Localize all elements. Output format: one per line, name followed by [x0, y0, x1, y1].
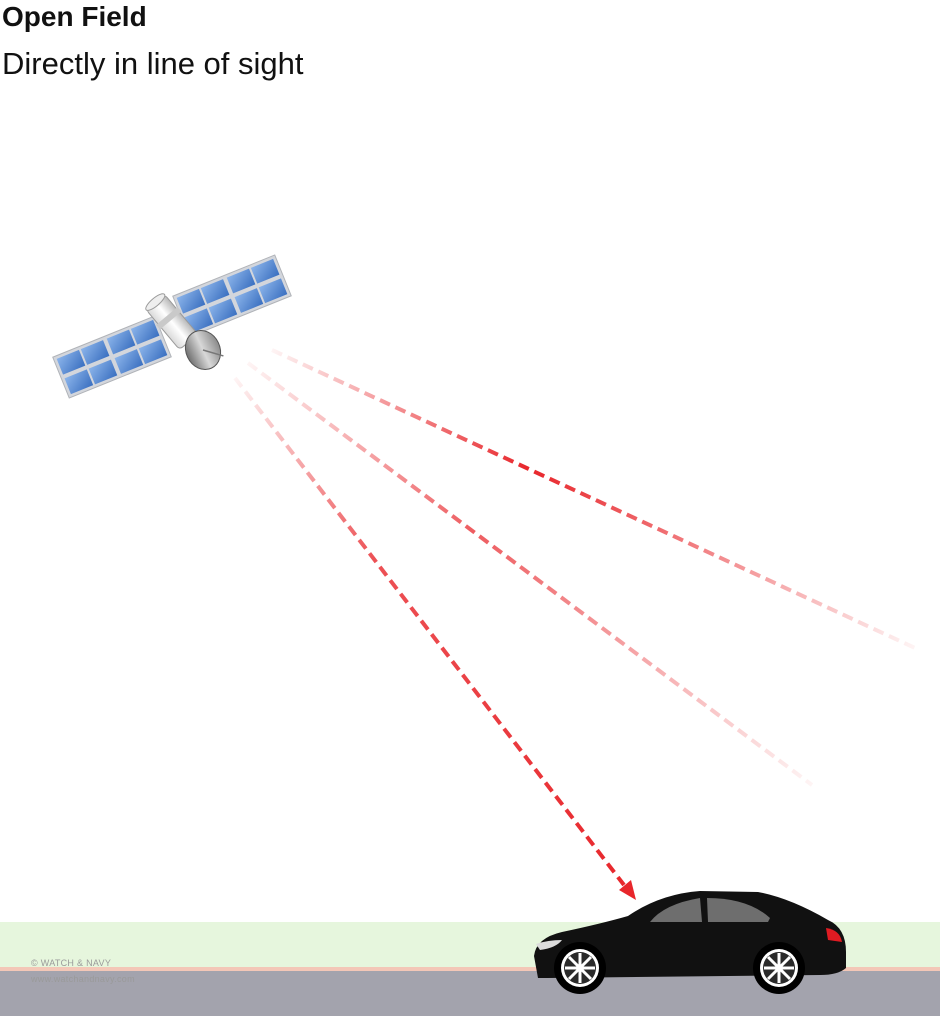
diagram-title: Open Field: [2, 1, 147, 32]
copyright-notice: © WATCH & NAVY: [31, 958, 112, 968]
road-edge: [0, 967, 940, 972]
signal-path-middle: [246, 361, 814, 787]
signal-arrowhead: [619, 880, 636, 900]
diagram-subtitle: Directly in line of sight: [2, 46, 304, 81]
signal-path-direct: [233, 376, 626, 887]
car-icon: [534, 891, 846, 994]
satellite-icon: [52, 254, 292, 399]
website-link[interactable]: www.watchandnavy.com: [31, 974, 135, 984]
signal-path-upper: [271, 348, 916, 650]
